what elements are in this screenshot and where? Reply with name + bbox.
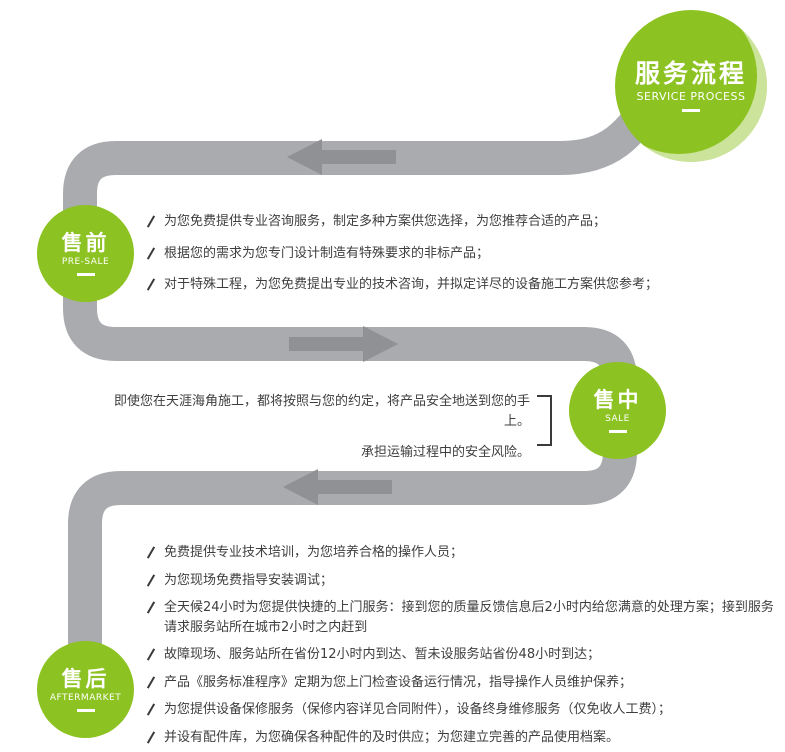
presale-badge: 售前 PRE-SALE [37, 205, 134, 302]
tick-icon [146, 573, 156, 587]
sale-text-line: 即使您在天涯海角施工，都将按照与您的约定，将产品安全地送到您的手上。 [113, 394, 530, 429]
list-item-text: 为您现场免费指导安装调试； [164, 572, 334, 588]
aftersale-badge-title: 售后 [61, 666, 110, 691]
title-badge-title: 服务流程 [634, 58, 747, 88]
presale-badge-title: 售前 [61, 230, 110, 255]
list-item-text: 免费提供专业技术培训，为您培养合格的操作人员； [164, 545, 464, 560]
tick-icon [146, 601, 156, 614]
tick-icon [146, 546, 156, 559]
list-item: 免费提供专业技术培训，为您培养合格的操作人员； [146, 543, 776, 563]
underline-dash-icon [682, 109, 700, 113]
tick-icon [146, 246, 156, 260]
tick-icon [146, 730, 156, 744]
list-item-text: 产品《服务标准程序》定期为您上门检查设备运行情况，指导操作人员维护保养； [164, 674, 633, 690]
list-item-text: 为您提供设备保修服务（保修内容详见合同附件），设备终身维修服务（仅免收人工费）； [164, 702, 672, 717]
list-item-text: 故障现场、服务站所在省份12小时内到达、暂未设服务站省份48小时到达； [164, 647, 601, 662]
list-item: 产品《服务标准程序》定期为您上门检查设备运行情况，指导操作人员维护保养； [146, 673, 776, 693]
underline-dash-icon [608, 430, 627, 434]
aftersale-badge-subtitle: AFTERMARKET [49, 692, 122, 703]
title-badge-subtitle: SERVICE PROCESS [636, 90, 746, 104]
tick-icon [146, 703, 156, 716]
list-item: 为您提供设备保修服务（保修内容详见合同附件），设备终身维修服务（仅免收人工费）； [146, 700, 776, 720]
presale-list: 为您免费提供专业咨询服务，制定多种方案供您选择，为您推荐合适的产品； 根据您的需… [146, 212, 780, 307]
underline-dash-icon [76, 709, 95, 713]
tick-icon [146, 675, 156, 689]
list-item: 根据您的需求为您专门设计制造有特殊要求的非标产品； [146, 244, 780, 264]
arrow-left-top-icon [287, 139, 396, 175]
list-item-text: 全天候24小时为您提供快捷的上门服务：接到您的质量反馈信息后2小时内给您满意的处… [164, 600, 774, 635]
underline-dash-icon [76, 273, 95, 277]
sale-text-line: 承担运输过程中的安全风险。 [360, 445, 530, 460]
list-item-text: 为您免费提供专业咨询服务，制定多种方案供您选择，为您推荐合适的产品； [164, 214, 607, 229]
list-item: 全天候24小时为您提供快捷的上门服务：接到您的质量反馈信息后2小时内给您满意的处… [146, 598, 776, 637]
tick-icon [146, 215, 156, 228]
sale-text-block: 即使您在天涯海角施工，都将按照与您的约定，将产品安全地送到您的手上。 承担运输过… [90, 392, 530, 475]
list-item: 故障现场、服务站所在省份12小时内到达、暂未设服务站省份48小时到达； [146, 645, 776, 665]
list-item-text: 并设有配件库，为您确保各种配件的及时供应；为您建立完善的产品使用档案。 [164, 729, 620, 745]
bracket-icon [537, 395, 552, 446]
list-item: 对于特殊工程，为您免费提出专业的技术咨询，并拟定详尽的设备施工方案供您参考； [146, 275, 780, 295]
aftersale-badge: 售后 AFTERMARKET [37, 641, 134, 738]
presale-badge-subtitle: PRE-SALE [61, 256, 110, 267]
list-item-text: 根据您的需求为您专门设计制造有特殊要求的非标产品； [164, 245, 490, 261]
tick-icon [146, 648, 156, 661]
title-badge: 服务流程 SERVICE PROCESS [615, 10, 767, 162]
list-item: 为您现场免费指导安装调试； [146, 571, 776, 591]
sale-badge: 售中 SALE [569, 362, 666, 459]
list-item: 为您免费提供专业咨询服务，制定多种方案供您选择，为您推荐合适的产品； [146, 212, 780, 232]
arrow-left-bottom-icon [283, 469, 392, 505]
list-item: 并设有配件库，为您确保各种配件的及时供应；为您建立完善的产品使用档案。 [146, 728, 776, 748]
aftersale-list: 免费提供专业技术培训，为您培养合格的操作人员； 为您现场免费指导安装调试； 全天… [146, 543, 776, 752]
arrow-right-middle-icon [289, 326, 398, 362]
tick-icon [146, 278, 156, 291]
list-item-text: 对于特殊工程，为您免费提出专业的技术咨询，并拟定详尽的设备施工方案供您参考； [164, 277, 659, 292]
sale-badge-subtitle: SALE [605, 413, 630, 424]
sale-badge-title: 售中 [593, 387, 642, 412]
